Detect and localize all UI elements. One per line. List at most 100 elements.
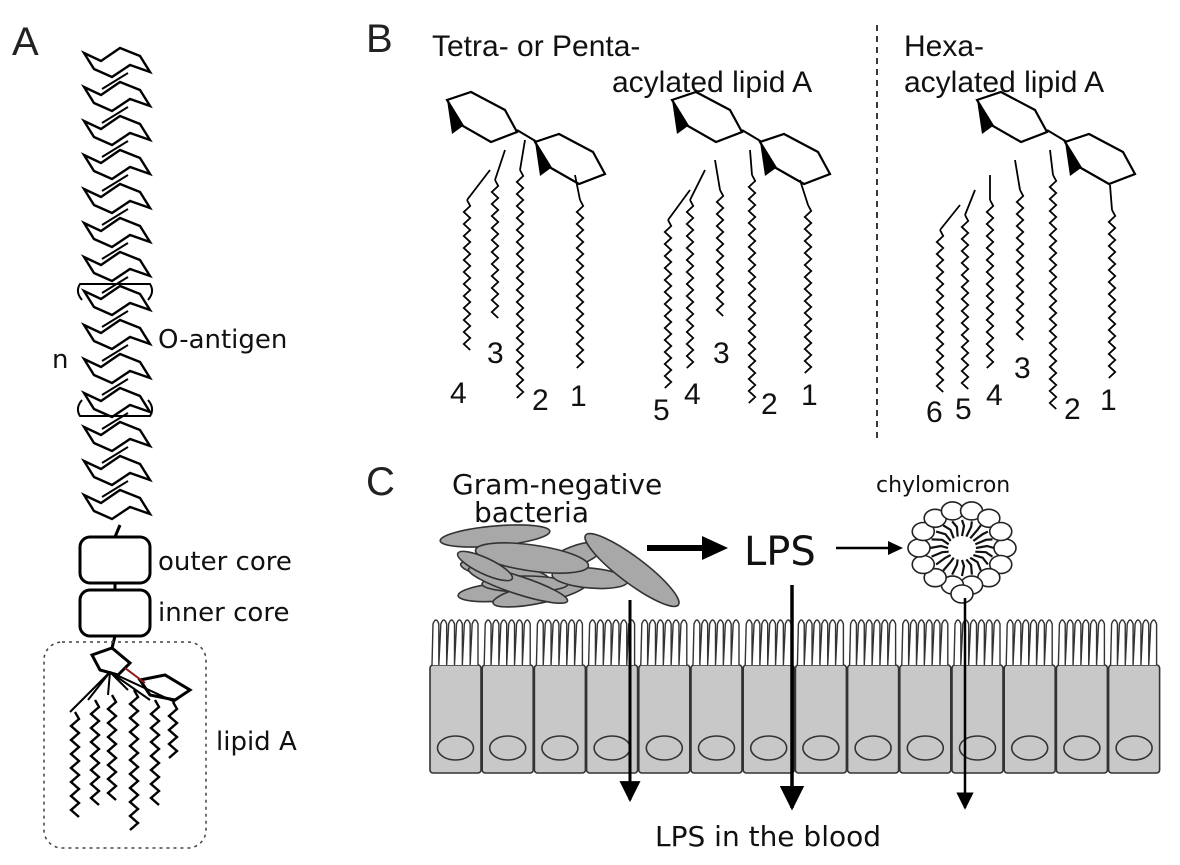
acyl-chain [515, 169, 525, 399]
glycosidic-bond [101, 72, 129, 90]
hexa-header-line1: Hexa- [904, 30, 984, 63]
lipid-tail [972, 530, 989, 542]
phospholipid-head [977, 508, 1001, 529]
acyl-chain [1048, 174, 1058, 410]
chylomicron-particle [907, 501, 1017, 604]
cell-nucleus [488, 735, 527, 761]
glycosidic-bond [101, 242, 129, 260]
phospholipid-head [911, 521, 936, 542]
sugar-unit [80, 114, 153, 147]
lipid-tail [942, 557, 955, 572]
sugar-unit [80, 250, 153, 283]
acyl-chain [985, 199, 995, 369]
acyl-chain [167, 701, 179, 759]
cell-nucleus [436, 735, 475, 761]
cell-nucleus [1115, 735, 1153, 761]
phospholipid-head [950, 584, 974, 604]
acyl-chain [462, 199, 472, 351]
phospholipid-head [907, 538, 931, 558]
microvilli [692, 619, 740, 666]
blood-label: LPS in the blood [655, 820, 881, 853]
glycosidic-bond [101, 310, 129, 328]
penta-chain-label: 2 [761, 388, 778, 421]
panel-b-letter: B [366, 17, 393, 61]
glycosidic-bond [1046, 129, 1068, 143]
hexa-chain-label: 4 [986, 379, 1003, 412]
ring-wedge [1065, 142, 1081, 176]
ring-wedge [977, 100, 993, 134]
acyl-branch [109, 671, 176, 703]
acyl-branch [667, 189, 691, 221]
lipid-tail [973, 553, 989, 566]
hexa-acylated-lipid-a [935, 90, 1137, 410]
microvilli [1057, 619, 1106, 666]
cell-nucleus [593, 735, 631, 761]
phospholipid-head [923, 567, 947, 588]
tetra-chain-label: 2 [532, 384, 549, 417]
microvilli [535, 619, 584, 666]
acyl-branch [109, 671, 151, 701]
linkage [124, 667, 146, 684]
lps-label: LPS [744, 529, 816, 575]
hexa-chain-label: 1 [1100, 384, 1117, 417]
acyl-chain [747, 174, 757, 404]
ring-wedge [672, 100, 688, 134]
acyl-branch [69, 671, 111, 713]
flow-arrow-lps-to-chylomicron [836, 541, 903, 555]
glycosidic-bond [741, 129, 763, 143]
glycosidic-bond [516, 129, 538, 143]
acyl-branch [939, 204, 961, 231]
sugar-unit [80, 182, 153, 215]
glucosamine-ring [1063, 132, 1137, 186]
sugar-ring [137, 673, 193, 702]
glucosamine-ring [533, 132, 607, 186]
acyl-chain [935, 229, 945, 393]
phospholipid-head [993, 538, 1017, 558]
panel-c-letter: C [366, 460, 395, 504]
repeat-count-label: n [52, 345, 68, 375]
acyl-branch [1014, 159, 1021, 191]
tetra-chain-label: 3 [487, 337, 504, 370]
cell-nucleus [1063, 735, 1101, 761]
lipid-tail [974, 538, 993, 546]
acyl-chain [685, 199, 695, 369]
acyl-branch [87, 671, 111, 701]
bacteria-cluster [439, 524, 680, 608]
penta-chain-label: 4 [684, 378, 701, 411]
o-antigen-chain [80, 46, 153, 538]
microvilli [431, 619, 479, 666]
panel-a-letter: A [12, 20, 39, 64]
flow-arrow-bacteria-to-lps [647, 536, 728, 560]
glycosidic-bond [101, 208, 129, 226]
penta-acylated-lipid-a [663, 90, 832, 404]
cell-nucleus [802, 735, 840, 761]
o-antigen-label: O-antigen [158, 325, 287, 355]
acyl-chain [69, 711, 81, 818]
repeat-bracket [76, 283, 154, 417]
tetra-penta-header-line2: acylated lipid A [612, 66, 812, 99]
lipid-tail [960, 519, 966, 537]
cell-nucleus [1010, 735, 1049, 761]
bacteria-label-line1: Gram-negative [452, 468, 662, 501]
microvilli [901, 619, 949, 666]
lipid-tail [969, 556, 982, 572]
inner-core-box [78, 588, 152, 638]
ring-wedge [760, 142, 776, 176]
panel-b: B Tetra- or Penta- acylated lipid A Hexa… [366, 17, 1137, 440]
microvilli [796, 619, 845, 666]
acyl-chain [490, 179, 500, 319]
lipid-tail [942, 524, 955, 539]
lipid-tail [929, 544, 949, 550]
cell-nucleus [541, 735, 579, 761]
glycosidic-bond [113, 524, 122, 538]
acyl-branch [799, 179, 809, 206]
penta-chain-label: 3 [713, 337, 730, 370]
sugar-unit [80, 46, 153, 79]
ring-wedge [535, 142, 551, 176]
sugar-unit [80, 284, 153, 317]
acyl-branch [689, 169, 706, 201]
acyl-branch [749, 149, 753, 176]
tetra-chain-label: 4 [450, 377, 467, 410]
sugar-unit [80, 352, 153, 385]
microvilli [1005, 619, 1053, 666]
